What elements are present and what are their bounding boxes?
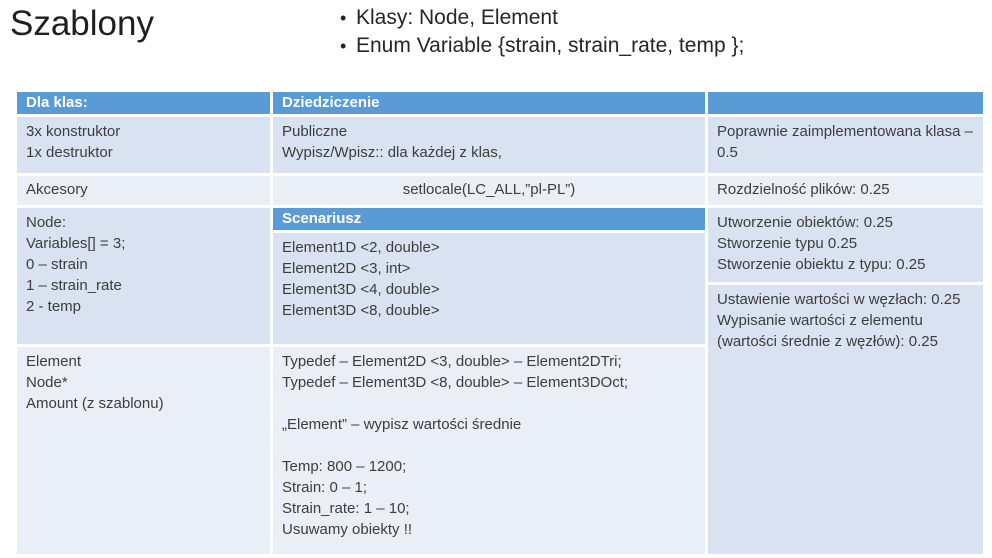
cell-typedef-scenario: Typedef – Element2D <3, double> – Elemen… — [273, 347, 705, 554]
column-header-dziedziczenie: Dziedziczenie — [273, 92, 705, 114]
cell-publiczne: Publiczne Wypisz/Wpisz:: dla każdej z kl… — [273, 117, 705, 173]
table-column-dziedziczenie: Dziedziczenie Publiczne Wypisz/Wpisz:: d… — [273, 92, 705, 554]
column-header-empty — [708, 92, 983, 114]
cell-element-templates: Element1D <2, double> Element2D <3, int>… — [273, 233, 705, 344]
bullet-text: Enum Variable {strain, strain_rate, temp… — [356, 34, 745, 57]
bullet-list: • Klasy: Node, Element • Enum Variable {… — [340, 4, 744, 60]
cell-konstruktor-destruktor: 3x konstruktor 1x destruktor — [17, 117, 270, 173]
cell-rozdzielnosc: Rozdzielność plików: 0.25 — [708, 176, 983, 205]
cell-setlocale: setlocale(LC_ALL,”pl-PL”) — [273, 176, 705, 205]
bullet-item: • Klasy: Node, Element — [340, 4, 744, 32]
bullet-dot-icon: • — [340, 8, 347, 28]
grading-table: Dla klas: 3x konstruktor 1x destruktor A… — [17, 92, 983, 554]
cell-node-variables: Node: Variables[] = 3; 0 – strain 1 – st… — [17, 208, 270, 344]
subheader-scenariusz: Scenariusz — [273, 208, 705, 230]
slide-title: Szablony — [10, 4, 154, 43]
bullet-dot-icon: • — [340, 36, 347, 56]
cell-utworzenie-obiektow: Utworzenie obiektów: 0.25 Stworzenie typ… — [708, 208, 983, 282]
cell-poprawnie-klasa: Poprawnie zaimplementowana klasa – 0.5 — [708, 117, 983, 173]
cell-ustawienie-wartosci: Ustawienie wartości w węzłach: 0.25 Wypi… — [708, 285, 983, 554]
cell-akcesory: Akcesory — [17, 176, 270, 205]
table-column-points: Poprawnie zaimplementowana klasa – 0.5 R… — [708, 92, 983, 554]
bullet-text: Klasy: Node, Element — [356, 6, 558, 29]
column-header-dla-klas: Dla klas: — [17, 92, 270, 114]
bullet-item: • Enum Variable {strain, strain_rate, te… — [340, 32, 744, 60]
table-column-dla-klas: Dla klas: 3x konstruktor 1x destruktor A… — [17, 92, 270, 554]
cell-element-node-amount: Element Node* Amount (z szablonu) — [17, 347, 270, 554]
